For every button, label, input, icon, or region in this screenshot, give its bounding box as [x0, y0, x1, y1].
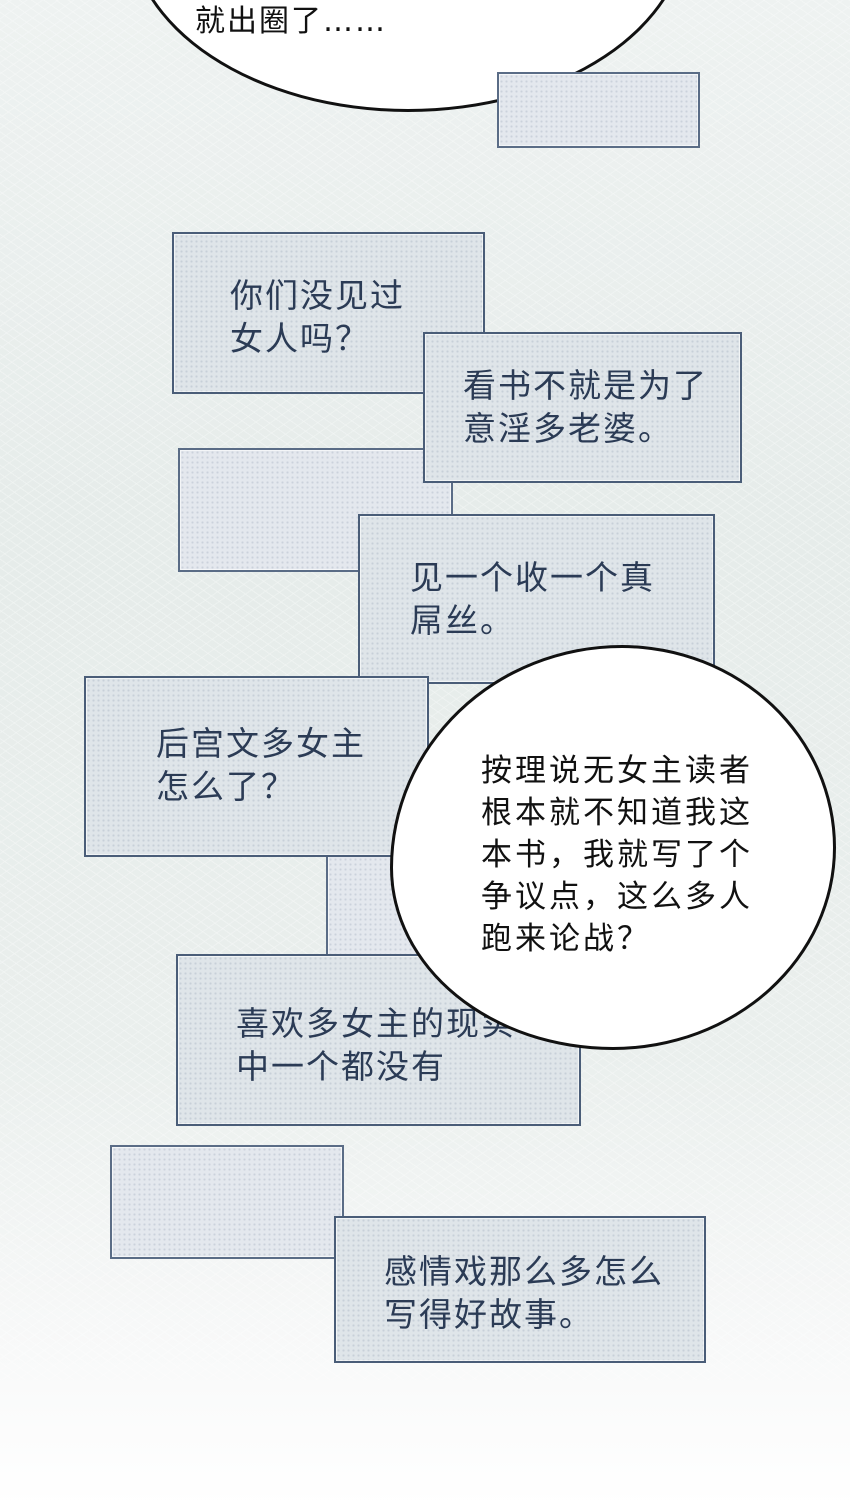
comment-text: 见一个收一个真 屌丝。 — [410, 558, 655, 640]
comment-card: 看书不就是为了 意淫多老婆。 — [423, 332, 742, 483]
main-bubble-text: 按理说无女主读者 根本就不知道我这 本书，我就写了个 争议点，这么多人 跑来论战… — [481, 753, 753, 957]
top-bubble-text: 就出圈了…… — [195, 4, 387, 39]
comment-text: 你们没见过 女人吗？ — [230, 276, 405, 358]
comment-card: 感情戏那么多怎么 写得好故事。 — [334, 1216, 706, 1363]
blank-comment-card — [497, 72, 700, 148]
comment-text: 喜欢多女主的现实 中一个都没有 — [236, 1004, 516, 1086]
comment-text: 看书不就是为了 意淫多老婆。 — [463, 366, 708, 448]
comment-text: 后宫文多女主 怎么了？ — [156, 724, 366, 806]
comment-card: 后宫文多女主 怎么了？ — [84, 676, 429, 857]
main-speech-bubble: 按理说无女主读者 根本就不知道我这 本书，我就写了个 争议点，这么多人 跑来论战… — [390, 645, 836, 1050]
blank-comment-card — [110, 1145, 344, 1259]
comment-text: 感情戏那么多怎么 写得好故事。 — [384, 1252, 664, 1334]
